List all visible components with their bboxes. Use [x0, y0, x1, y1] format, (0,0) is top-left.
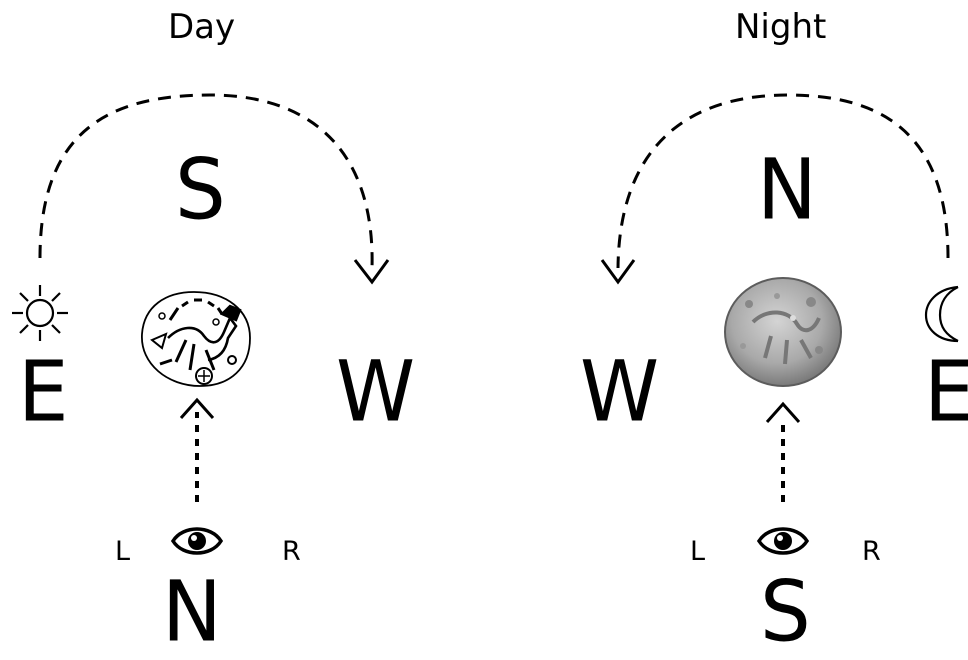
moon-icon	[926, 287, 958, 341]
eye-icon	[173, 529, 221, 553]
night-viewer-left-label: L	[690, 538, 705, 565]
day-top-direction: S	[175, 148, 224, 232]
coin-photo-icon	[725, 278, 841, 386]
day-viewer-right-label: R	[282, 538, 301, 565]
eye-icon	[759, 529, 807, 553]
sun-icon	[12, 285, 68, 341]
night-diagram	[484, 0, 968, 656]
night-viewer-right-label: R	[862, 538, 881, 565]
day-title: Day	[168, 10, 235, 44]
day-viewer-left-label: L	[115, 538, 130, 565]
coin-drawing-icon	[142, 292, 250, 386]
day-left-direction: E	[18, 350, 67, 434]
day-right-direction: W	[336, 350, 413, 434]
day-panel: Day S E W N L R	[0, 0, 484, 656]
night-top-direction: N	[757, 148, 815, 232]
night-panel: Night N W E S L R	[484, 0, 968, 656]
day-diagram	[0, 0, 484, 656]
view-arrowhead	[767, 404, 799, 422]
day-bottom-direction: N	[162, 570, 220, 654]
night-right-direction: E	[924, 350, 968, 434]
night-left-direction: W	[580, 350, 657, 434]
night-title: Night	[735, 10, 826, 44]
night-bottom-direction: S	[760, 570, 809, 654]
